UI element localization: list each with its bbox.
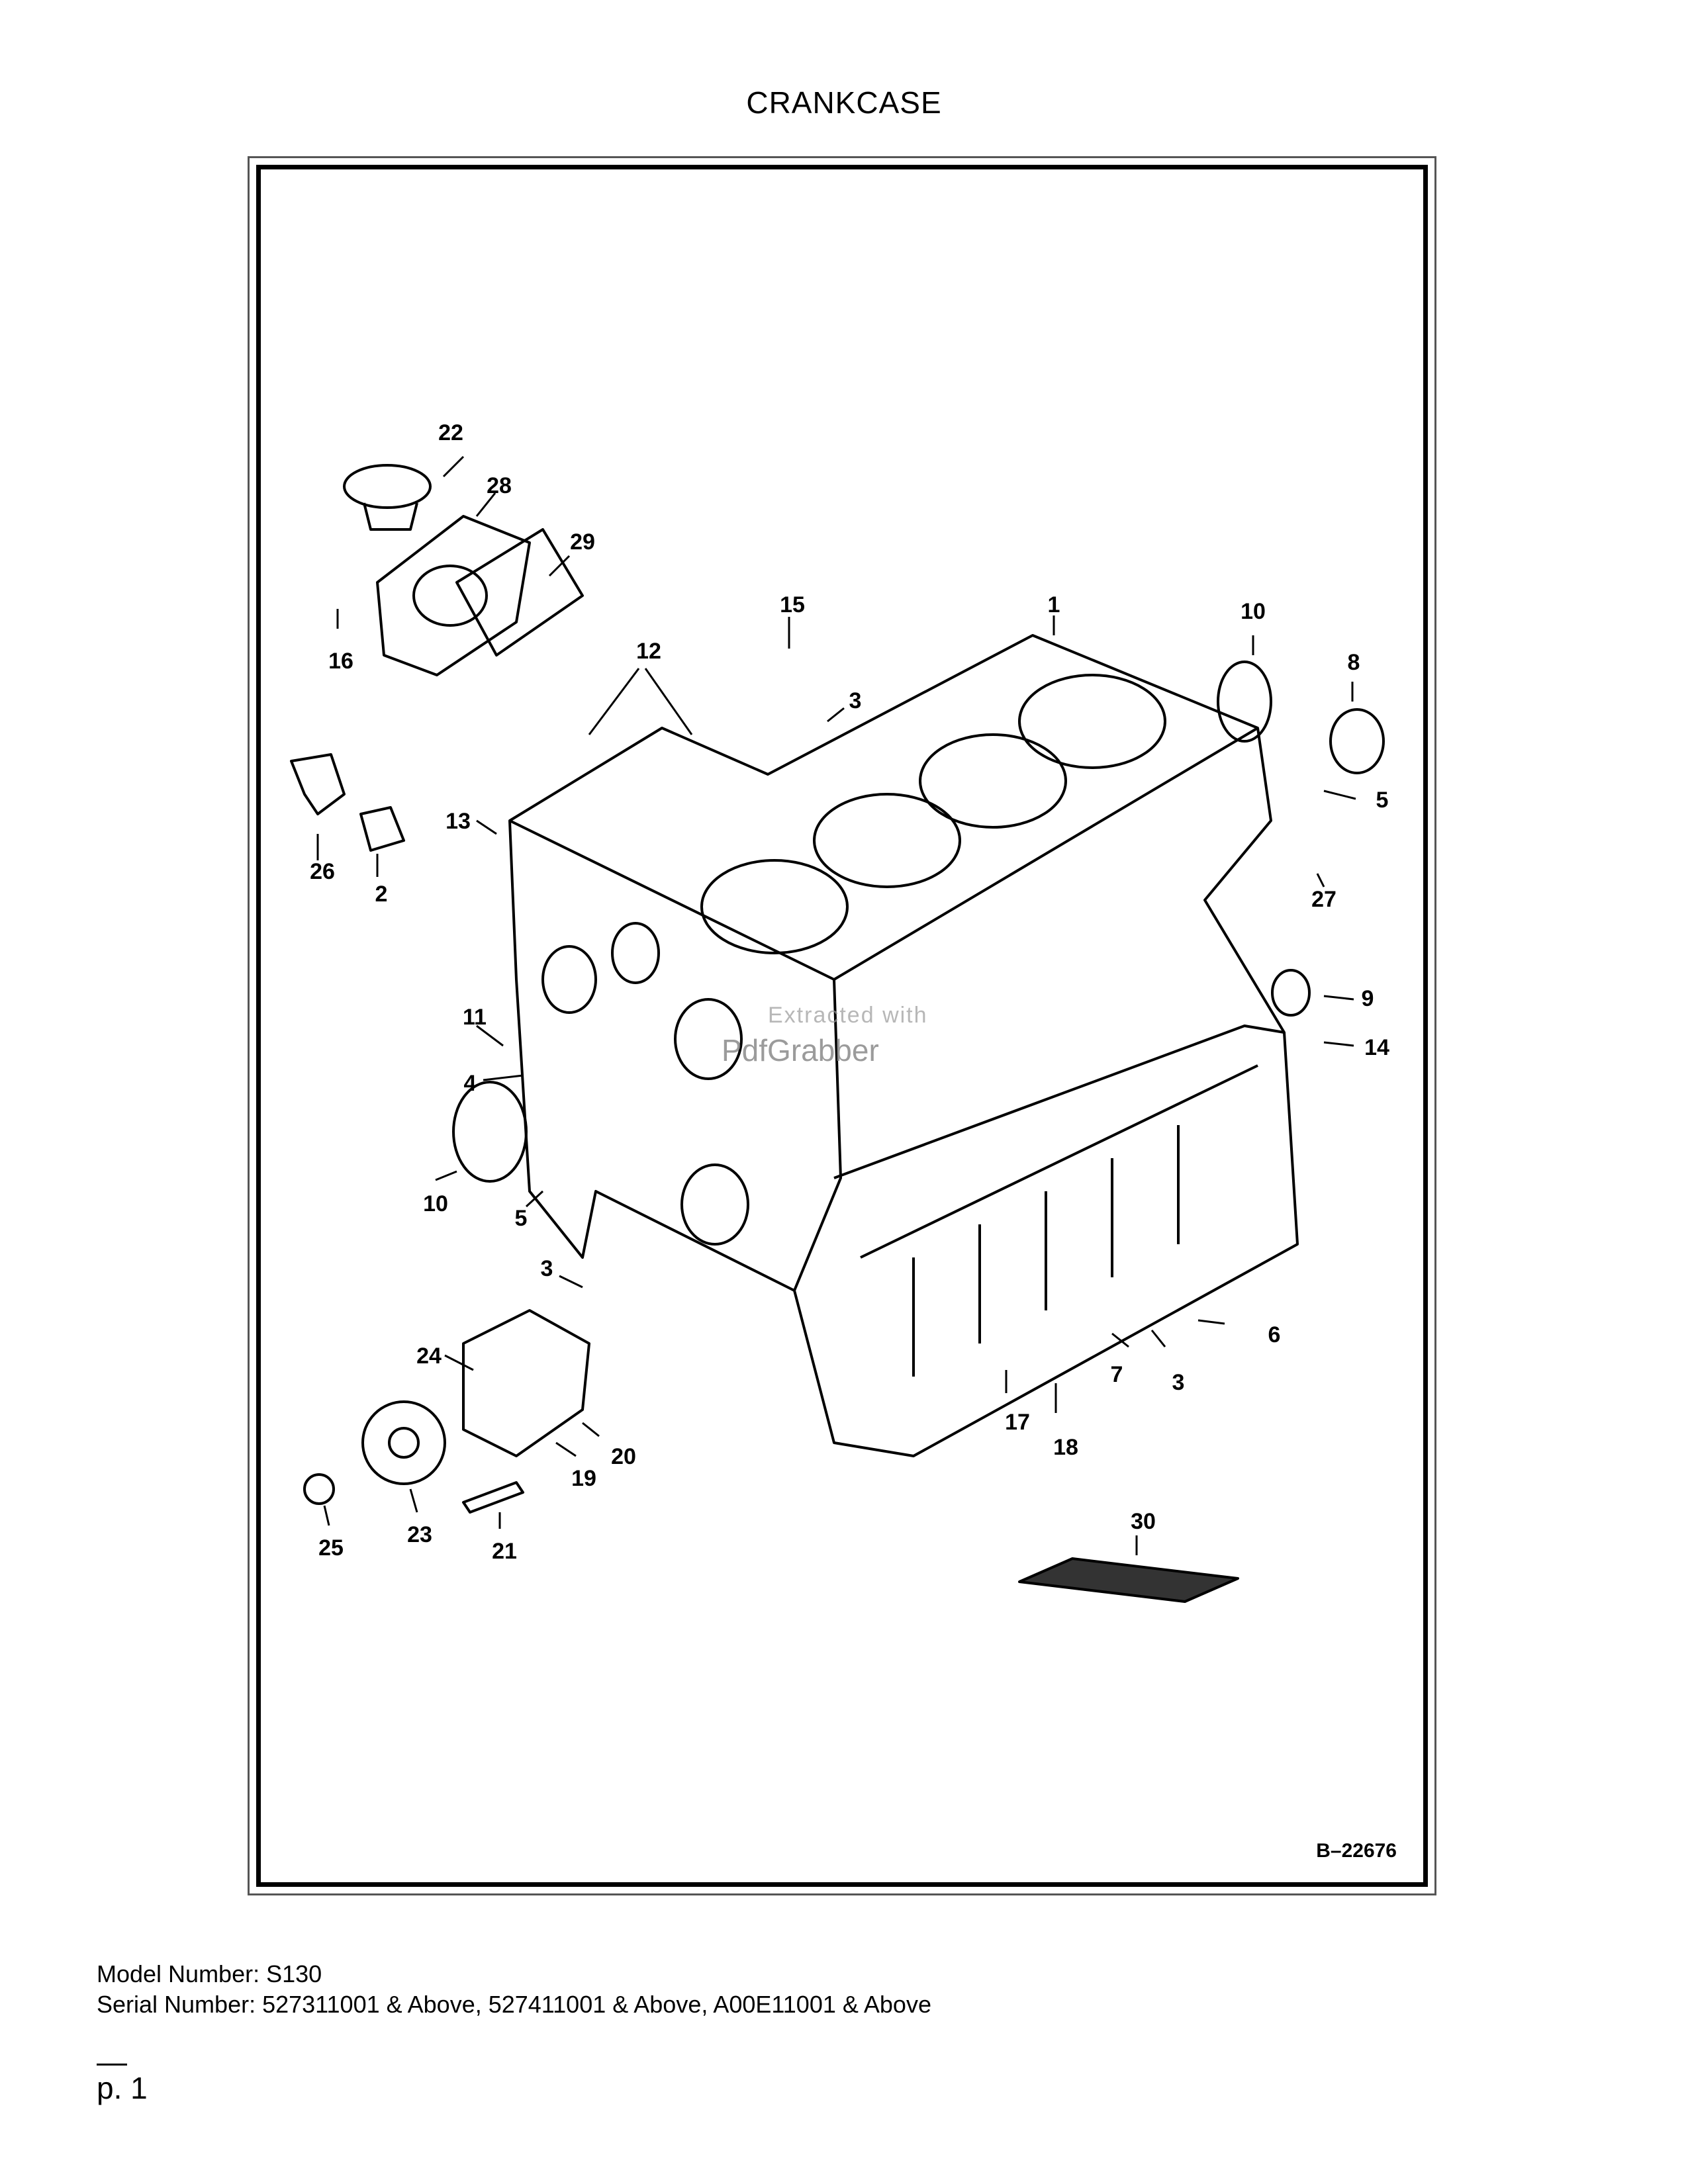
oil-pump-24 [462,1309,590,1457]
watermark-line1: Extracted with [768,1003,928,1028]
callout-10-front: 10 [423,1191,448,1216]
callout-30: 30 [1131,1509,1156,1534]
figure-reference: B–22676 [1316,1840,1397,1862]
page-number: p. 1 [97,2071,148,2105]
front-bore-3 [674,998,743,1080]
cylinder-bore-1 [700,859,849,954]
gear-23-hub [388,1427,420,1459]
cover-opening [412,565,488,627]
label-30 [1018,1557,1239,1603]
callout-2: 2 [375,882,388,907]
serial-number: Serial Number: 527311001 & Above, 527411… [97,1991,931,2018]
sensor-26 [290,753,346,815]
callout-5-left: 5 [515,1206,528,1231]
callout-3-left: 3 [541,1256,553,1281]
callout-7: 7 [1111,1362,1123,1387]
cylinder-bore-2 [813,793,961,888]
callout-3-top: 3 [849,688,862,713]
callout-5-right: 5 [1376,788,1389,813]
callout-18: 18 [1053,1435,1078,1460]
front-bore-2 [611,922,660,984]
callout-25: 25 [318,1535,344,1561]
front-bore-4 [680,1163,749,1246]
diagram-frame: B–22676 [248,156,1436,1895]
cap-22-thread [363,502,418,531]
callout-21: 21 [492,1539,517,1564]
callout-3-bottom: 3 [1172,1370,1185,1395]
block-top-edge [509,727,1259,981]
plug-8 [1329,708,1385,774]
callout-20: 20 [611,1444,636,1469]
sensor-2 [359,806,405,852]
cylinder-bore-4 [1018,674,1166,769]
callout-1: 1 [1048,592,1060,617]
callout-19: 19 [571,1466,596,1491]
watermark-line2: PdfGrabber [722,1033,879,1068]
seal-10-front [452,1081,528,1183]
diagram-frame-inner: B–22676 [256,165,1428,1887]
front-cover-28 [376,515,531,676]
page-title: CRANKCASE [746,85,942,120]
gear-23 [361,1400,446,1485]
lower-web-1 [912,1125,1180,1377]
callout-23: 23 [407,1522,432,1547]
block-side-rail [833,1024,1285,1179]
callout-22: 22 [438,420,463,445]
callout-12: 12 [636,639,661,664]
callout-15: 15 [780,592,805,617]
callout-24: 24 [416,1343,442,1369]
front-bore-1 [541,945,597,1014]
nut-25 [303,1473,335,1505]
callout-6: 6 [1268,1322,1281,1347]
cap-22 [343,464,432,509]
callout-11: 11 [463,1005,487,1030]
callout-14: 14 [1364,1035,1389,1060]
bolt-21 [462,1481,524,1514]
callout-29: 29 [570,529,595,555]
crankcase-block-outline [508,634,1299,1457]
callout-28: 28 [487,473,512,498]
seal-9 [1271,969,1311,1017]
callout-4: 4 [464,1071,477,1096]
callout-8: 8 [1348,650,1360,675]
callout-26: 26 [310,859,335,884]
callout-17: 17 [1005,1410,1030,1435]
callout-10: 10 [1241,599,1266,624]
seal-10-rear [1217,660,1272,743]
callout-27: 27 [1311,887,1336,912]
block-front-edge [793,979,842,1291]
gasket-29 [455,528,584,657]
callout-13: 13 [445,809,471,834]
page-separator [97,2064,127,2066]
callout-9: 9 [1362,986,1374,1011]
block-lower-rail [860,1064,1258,1259]
cylinder-bore-3 [919,733,1067,829]
callout-16: 16 [328,649,353,674]
model-number: Model Number: S130 [97,1960,322,1987]
